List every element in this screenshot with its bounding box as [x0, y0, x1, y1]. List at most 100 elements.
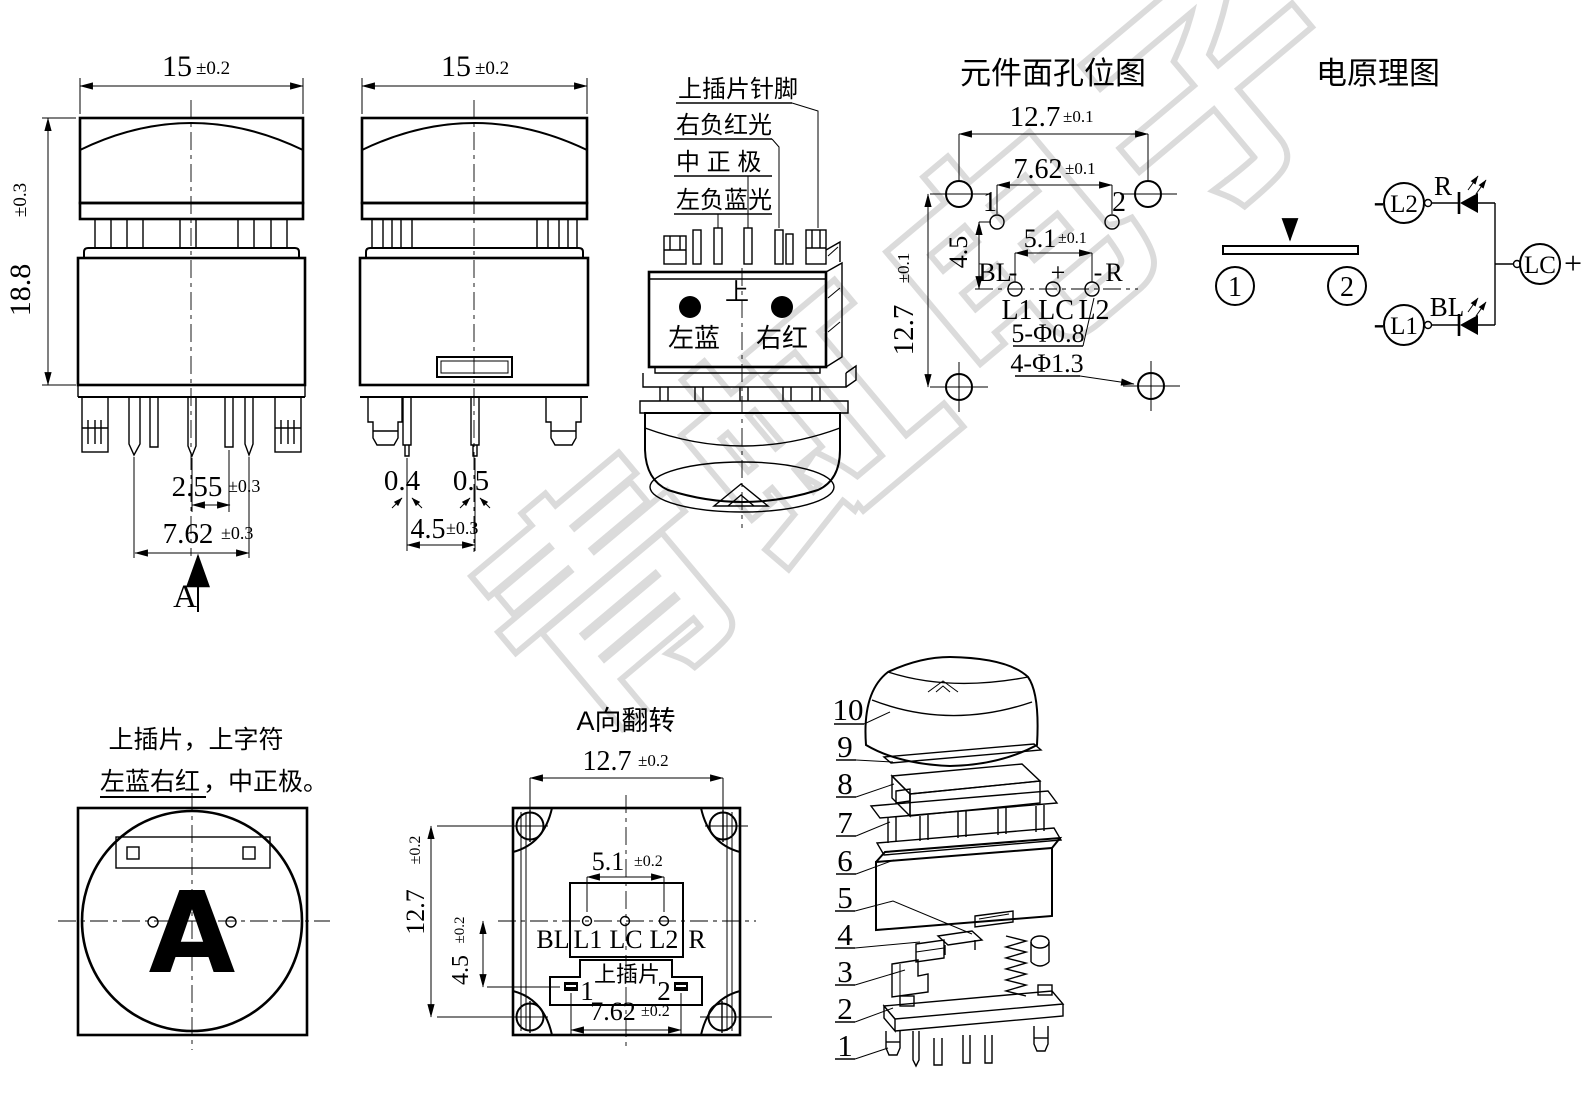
rear-pins	[663, 227, 827, 265]
rear-note-3: 中 正 极	[676, 149, 761, 176]
exploded-num-8: 8	[837, 766, 853, 801]
flip-title: A向翻转	[576, 706, 675, 736]
hole-note-small: 5-Φ0.8	[1011, 319, 1084, 348]
front-dim-span-tol: ±0.3	[221, 523, 253, 543]
exploded-num-6: 6	[837, 843, 853, 878]
hole-bl-label: BL	[978, 258, 1011, 287]
hole-l2-label: L2	[1078, 295, 1109, 326]
side-dim-width-tol: ±0.2	[475, 58, 509, 79]
schematic-l2-label: L2	[1390, 191, 1418, 218]
exploded-num-3: 3	[837, 954, 853, 989]
side-dim-span-tol: ±0.3	[446, 518, 478, 538]
flip-l1-label: L1	[574, 925, 603, 954]
flip-dim-height: 12.7	[401, 889, 430, 935]
schematic-l1-label: L1	[1390, 313, 1418, 340]
flip-dim-tab-tol: ±0.2	[452, 917, 468, 944]
rear-note-4: 左负蓝光	[676, 187, 772, 214]
hole-lc-label: LC	[1038, 295, 1074, 326]
side-dim-span: 4.5	[411, 514, 446, 545]
flip-lc-label: LC	[609, 925, 642, 954]
flip-dim-led-tol: ±0.2	[634, 853, 663, 870]
schematic-minus-top: -	[1374, 183, 1385, 219]
flip-dim-pins: 7.62	[590, 997, 636, 1026]
hole-minus-right: -	[1094, 258, 1103, 287]
front-pins	[81, 396, 302, 458]
front-dim-width: 15	[162, 50, 192, 83]
flip-tab-label: 上插片	[594, 962, 660, 987]
schematic-contact2: 2	[1340, 272, 1354, 303]
marking-note-line2-rest: ，中正极。	[203, 768, 328, 796]
schematic-r-label: R	[1434, 171, 1452, 201]
flip-tab1-label: 1	[580, 976, 594, 1006]
front-dim-height: 18.8	[4, 264, 37, 317]
side-view	[358, 78, 590, 552]
hole-dim-outer: 12.7	[1010, 101, 1061, 133]
rear-right-led-label: 右红	[756, 323, 808, 353]
side-dim-pin-left: 0.4	[384, 465, 421, 497]
front-dim-width-tol: ±0.2	[196, 58, 230, 79]
face-letter: A	[149, 869, 236, 999]
hole-map	[924, 130, 1180, 412]
hole-dim-led-tol: ±0.1	[1058, 230, 1087, 247]
front-dim-span: 7.62	[163, 518, 214, 550]
face-view	[58, 793, 330, 1050]
exploded-num-9: 9	[837, 729, 853, 764]
schematic-lc-label: LC	[1524, 252, 1556, 279]
exploded-num-2: 2	[837, 991, 853, 1026]
flip-dim-tab: 4.5	[448, 955, 474, 985]
flip-tab2-label: 2	[657, 976, 671, 1006]
side-neck-pillars	[371, 219, 578, 248]
front-dim-pitch: 2.55	[172, 471, 223, 503]
hole-dim-outer-tol: ±0.1	[1063, 107, 1094, 126]
rear-orient-label: 上	[725, 279, 749, 306]
rear-note-2: 右负红光	[676, 112, 772, 139]
exploded-num-7: 7	[837, 805, 853, 840]
front-neck-pillars	[94, 219, 288, 248]
hole-pin1-label: 1	[983, 187, 997, 218]
flip-view	[427, 774, 772, 1050]
rear-collar-pillars	[659, 387, 821, 401]
hole-dim-top: 4.5	[944, 236, 973, 269]
side-pins	[367, 397, 582, 457]
hole-r-label: R	[1105, 258, 1123, 287]
side-dim-pin-center: 0.5	[453, 465, 489, 497]
front-dim-pitch-tol: ±0.3	[228, 476, 260, 496]
hole-note-big: 4-Φ1.3	[1010, 349, 1083, 378]
schematic-title: 电原理图	[1316, 56, 1440, 91]
flip-dim-width: 12.7	[583, 746, 632, 777]
schematic-bl-label: BL	[1430, 292, 1465, 322]
flip-l2-label: L2	[650, 925, 679, 954]
schematic-minus-bottom: -	[1374, 305, 1385, 341]
hole-pin2-label: 2	[1112, 187, 1126, 218]
flip-bl-label: BL	[536, 925, 569, 954]
hole-plus: +	[1051, 258, 1066, 287]
exploded-num-10: 10	[833, 692, 864, 727]
front-dim-height-tol: ±0.3	[10, 183, 31, 217]
hole-minus-left: -	[1009, 258, 1018, 287]
watermark-text: 青虹电子	[438, 0, 1413, 773]
flip-dim-led: 5.1	[592, 847, 625, 876]
hole-dim-inner: 7.62	[1014, 154, 1063, 185]
front-view	[42, 78, 307, 612]
exploded-frame-pillars	[887, 805, 1045, 843]
hole-dim-height: 12.7	[888, 305, 920, 356]
side-dim-width: 15	[441, 50, 471, 83]
rear-left-led-label: 左蓝	[668, 323, 720, 353]
hole-dim-height-tol: ±0.1	[894, 253, 913, 284]
hole-l1-label: L1	[1001, 295, 1032, 326]
rear-view	[639, 102, 857, 528]
marking-note-line1: 上插片，上字符	[108, 726, 283, 754]
flip-dim-height-tol: ±0.2	[407, 836, 424, 865]
marking-note-line2-underlined: 左蓝右红	[100, 768, 200, 796]
hole-dim-led: 5.1	[1024, 224, 1057, 253]
exploded-num-4: 4	[837, 917, 853, 952]
hole-map-title: 元件面孔位图	[960, 56, 1146, 91]
exploded-num-1: 1	[837, 1028, 853, 1063]
schematic-plus: +	[1564, 245, 1582, 281]
flip-dim-pins-tol: ±0.2	[641, 1003, 670, 1020]
schematic-contact1: 1	[1228, 272, 1242, 303]
exploded-num-5: 5	[837, 880, 853, 915]
exploded-view	[834, 655, 1065, 1068]
